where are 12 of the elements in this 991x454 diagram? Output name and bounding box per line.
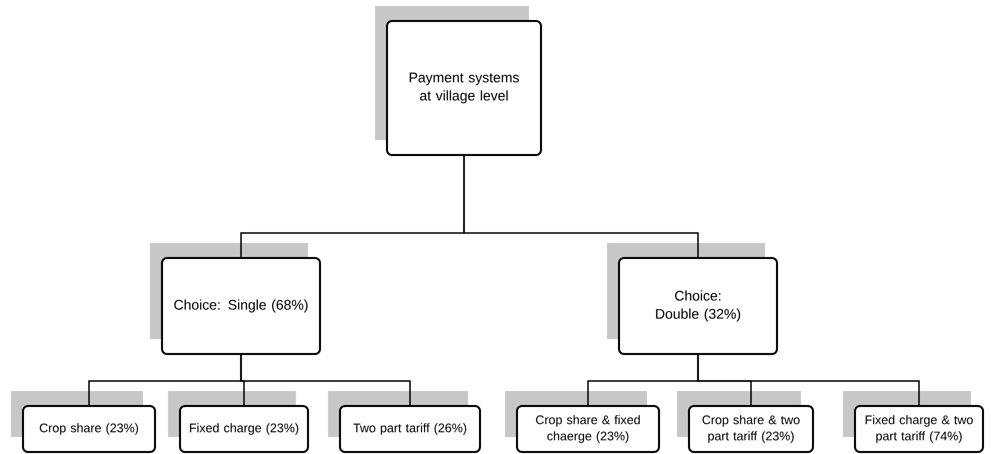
connector (240, 355, 411, 405)
connector (697, 355, 920, 405)
connector (463, 156, 699, 257)
box: Crop share & two part tariff (23%) (677, 391, 814, 453)
box: Crop share (23%) (11, 391, 156, 453)
box: Choice: Double (32%) (607, 243, 778, 355)
box: Choice: Single (68%) (150, 243, 321, 355)
box: Two part tariff (26%) (328, 391, 481, 453)
box: Payment systems at village level (375, 6, 542, 156)
box: Fixed charge & two part tariff (74%) (843, 391, 984, 453)
box: Crop share & fixed chaerge (23%) (505, 391, 660, 453)
box: Fixed charge (23%) (168, 391, 309, 453)
